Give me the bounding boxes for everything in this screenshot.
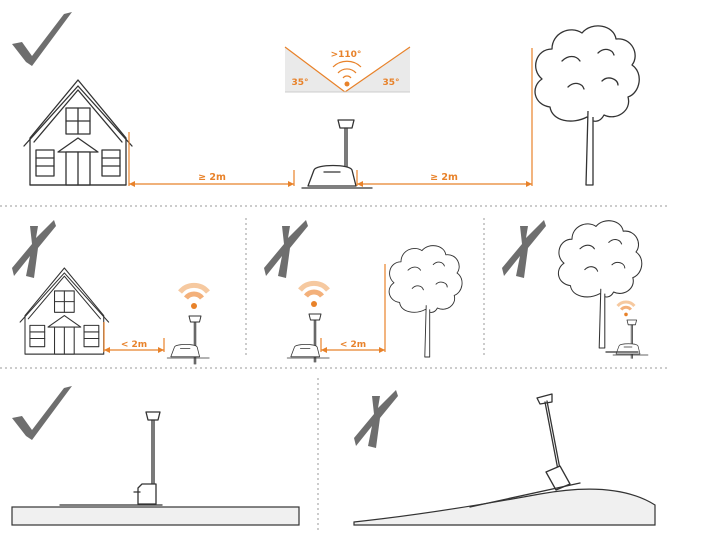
tree-illustration <box>557 220 643 349</box>
house-illustration <box>23 79 133 186</box>
cross-icon <box>12 220 56 278</box>
cross-icon <box>502 220 546 278</box>
house-illustration <box>19 267 110 355</box>
checkmark-icon <box>12 12 72 66</box>
cross-icon <box>264 220 308 278</box>
distance-label: < 2m <box>340 340 366 350</box>
wifi-signal-icon <box>180 285 208 309</box>
tree-illustration <box>388 245 463 358</box>
ground-flat <box>11 506 300 526</box>
panel-flat-ground <box>11 386 300 526</box>
panel-under-tree <box>502 220 649 359</box>
panel-slope-ground <box>353 390 656 526</box>
coverage-angle-label: >110° <box>331 50 362 60</box>
wifi-signal-icon <box>300 283 328 307</box>
distance-label: < 2m <box>121 340 147 350</box>
wifi-signal-icon <box>332 60 362 88</box>
panel-too-close-tree: < 2m <box>264 220 463 363</box>
panel-correct-placement: >110° 35° 35° ≥ 2m ≥ 2m <box>12 12 640 189</box>
distance-tree-label: ≥ 2m <box>430 172 458 183</box>
distance-guides <box>103 322 165 352</box>
distance-house-label: ≥ 2m <box>198 172 226 183</box>
tilt-left-label: 35° <box>291 78 308 88</box>
checkmark-icon <box>12 386 72 440</box>
tree-illustration <box>534 25 640 186</box>
coverage-cone: >110° 35° 35° <box>284 46 411 93</box>
panel-too-close-house: < 2m <box>12 220 209 365</box>
ground-slope <box>353 488 656 526</box>
distance-guides <box>128 48 533 186</box>
cross-icon <box>354 390 398 448</box>
tilt-right-label: 35° <box>382 78 399 88</box>
distance-guides <box>320 264 386 352</box>
